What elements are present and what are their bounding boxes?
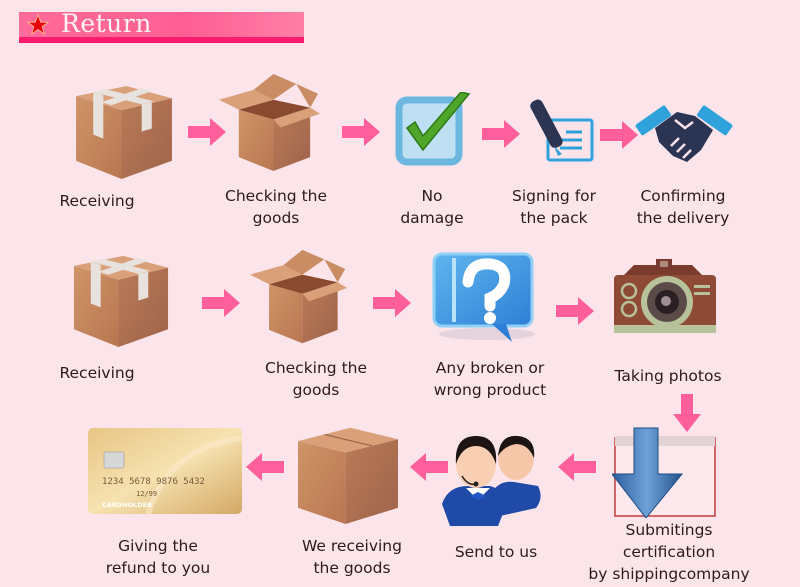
label-line: No [421,187,443,205]
step-refund-icon: 1234 5678 9876 5432 12/99 CARDHOLDER [88,428,242,514]
step-receiving-icon [68,248,174,352]
credit-card-icon: 1234 5678 9876 5432 12/99 CARDHOLDER [88,428,242,514]
card-holder: CARDHOLDER [102,501,152,509]
step-label: We receiving the goods [302,535,402,579]
label-line: Any broken or [435,359,545,377]
arrow-left-icon [558,453,596,481]
label-line: refund to you [105,559,211,577]
arrow-right-icon [600,121,638,149]
label-line: Send to us [454,543,538,561]
step-label: Any broken or wrong product [434,357,546,401]
step-label: Confirming the delivery [637,185,730,229]
handshake-icon [635,105,733,162]
arrow-right-icon [556,297,594,325]
label-line: Receiving [59,364,135,382]
label-line: wrong product [433,381,547,399]
step-checking-icon [244,248,356,348]
card-expiry: 12/99 [136,490,157,498]
arrow-right-icon [373,289,411,317]
step-no-damage-icon [393,92,473,172]
label-line: Checking the [264,359,368,377]
support-agents-icon [442,435,541,526]
label-line: Signing for [511,187,597,205]
step-label: Giving the refund to you [106,535,210,579]
step-checking-icon [215,72,327,176]
open-box-icon [250,249,348,344]
label-line: Giving the [118,537,198,555]
taped-box-icon [73,255,169,348]
label-line: We receiving [302,537,402,555]
label-line: Receiving [59,192,135,210]
label-line: goods [292,381,340,399]
section-banner: Return [19,9,304,43]
closed-box-icon [298,427,398,524]
step-label: Submitings certification by shippingcomp… [588,519,749,585]
label-line: the pack [520,209,588,227]
arrow-down-icon [673,394,701,432]
label-line: the goods [313,559,391,577]
label-line: Confirming [640,187,726,205]
label-line: certification [622,543,716,561]
label-line: by shippingcompany [588,565,750,583]
download-certificate-icon [612,427,716,518]
step-confirming-icon [635,98,733,170]
arrow-right-icon [342,118,380,146]
label-line: Taking photos [614,367,722,385]
label-line: Submitings [625,521,713,539]
step-label: Receiving [59,190,134,212]
arrow-left-icon [246,453,284,481]
step-label: Signing for the pack [512,185,596,229]
step-label: Send to us [455,541,537,563]
step-photos-icon [612,257,718,337]
arrow-right-icon [202,289,240,317]
step-label: Checking the goods [265,357,367,401]
label-line: the delivery [636,209,730,227]
star-icon [27,14,49,36]
step-send-icon [440,428,542,528]
pen-sign-icon [530,99,594,162]
open-box-icon [219,73,321,172]
step-certification-icon [612,418,722,518]
camera-icon [614,259,716,333]
step-we-receive-icon [296,424,400,524]
arrow-right-icon [482,120,520,148]
card-number: 1234 5678 9876 5432 [102,477,205,487]
taped-box-icon [76,86,172,179]
section-title: Return [61,9,152,38]
step-broken-icon [432,252,537,342]
step-label: Taking photos [614,365,721,387]
step-receiving-icon [70,78,178,184]
label-line: damage [400,209,464,227]
step-label: Checking the goods [225,185,327,229]
checkmark-icon [395,92,471,166]
step-label: Receiving [59,362,134,384]
label-line: goods [252,209,300,227]
arrow-left-icon [410,453,448,481]
label-line: Checking the [224,187,328,205]
step-label: No damage [400,185,463,229]
step-signing-icon [518,96,598,168]
question-bubble-icon [432,252,535,342]
